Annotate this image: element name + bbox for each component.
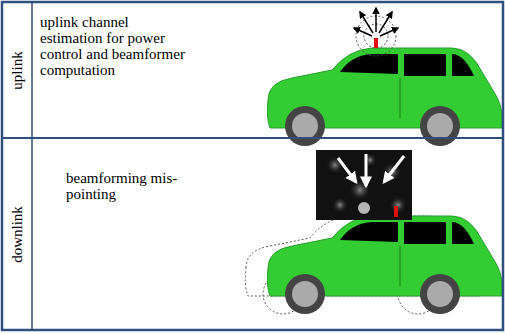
beam-pattern <box>316 150 412 220</box>
antenna <box>374 38 378 48</box>
car <box>267 216 502 314</box>
car <box>267 48 502 146</box>
row-label-holder: downlink <box>2 138 32 330</box>
row-label-holder: uplink <box>2 2 32 138</box>
row-label: downlink <box>9 206 26 263</box>
frame <box>2 2 503 330</box>
row-label: uplink <box>9 51 26 89</box>
description: beamforming mis-pointing <box>66 170 191 202</box>
description: uplink channel estimation for power cont… <box>40 14 185 78</box>
antenna <box>394 206 398 217</box>
antenna-radiation <box>354 8 398 56</box>
row-band: uplink uplink channel estimation for powe… <box>2 2 503 138</box>
row-band: downlink beamforming mis-pointing <box>2 138 503 330</box>
